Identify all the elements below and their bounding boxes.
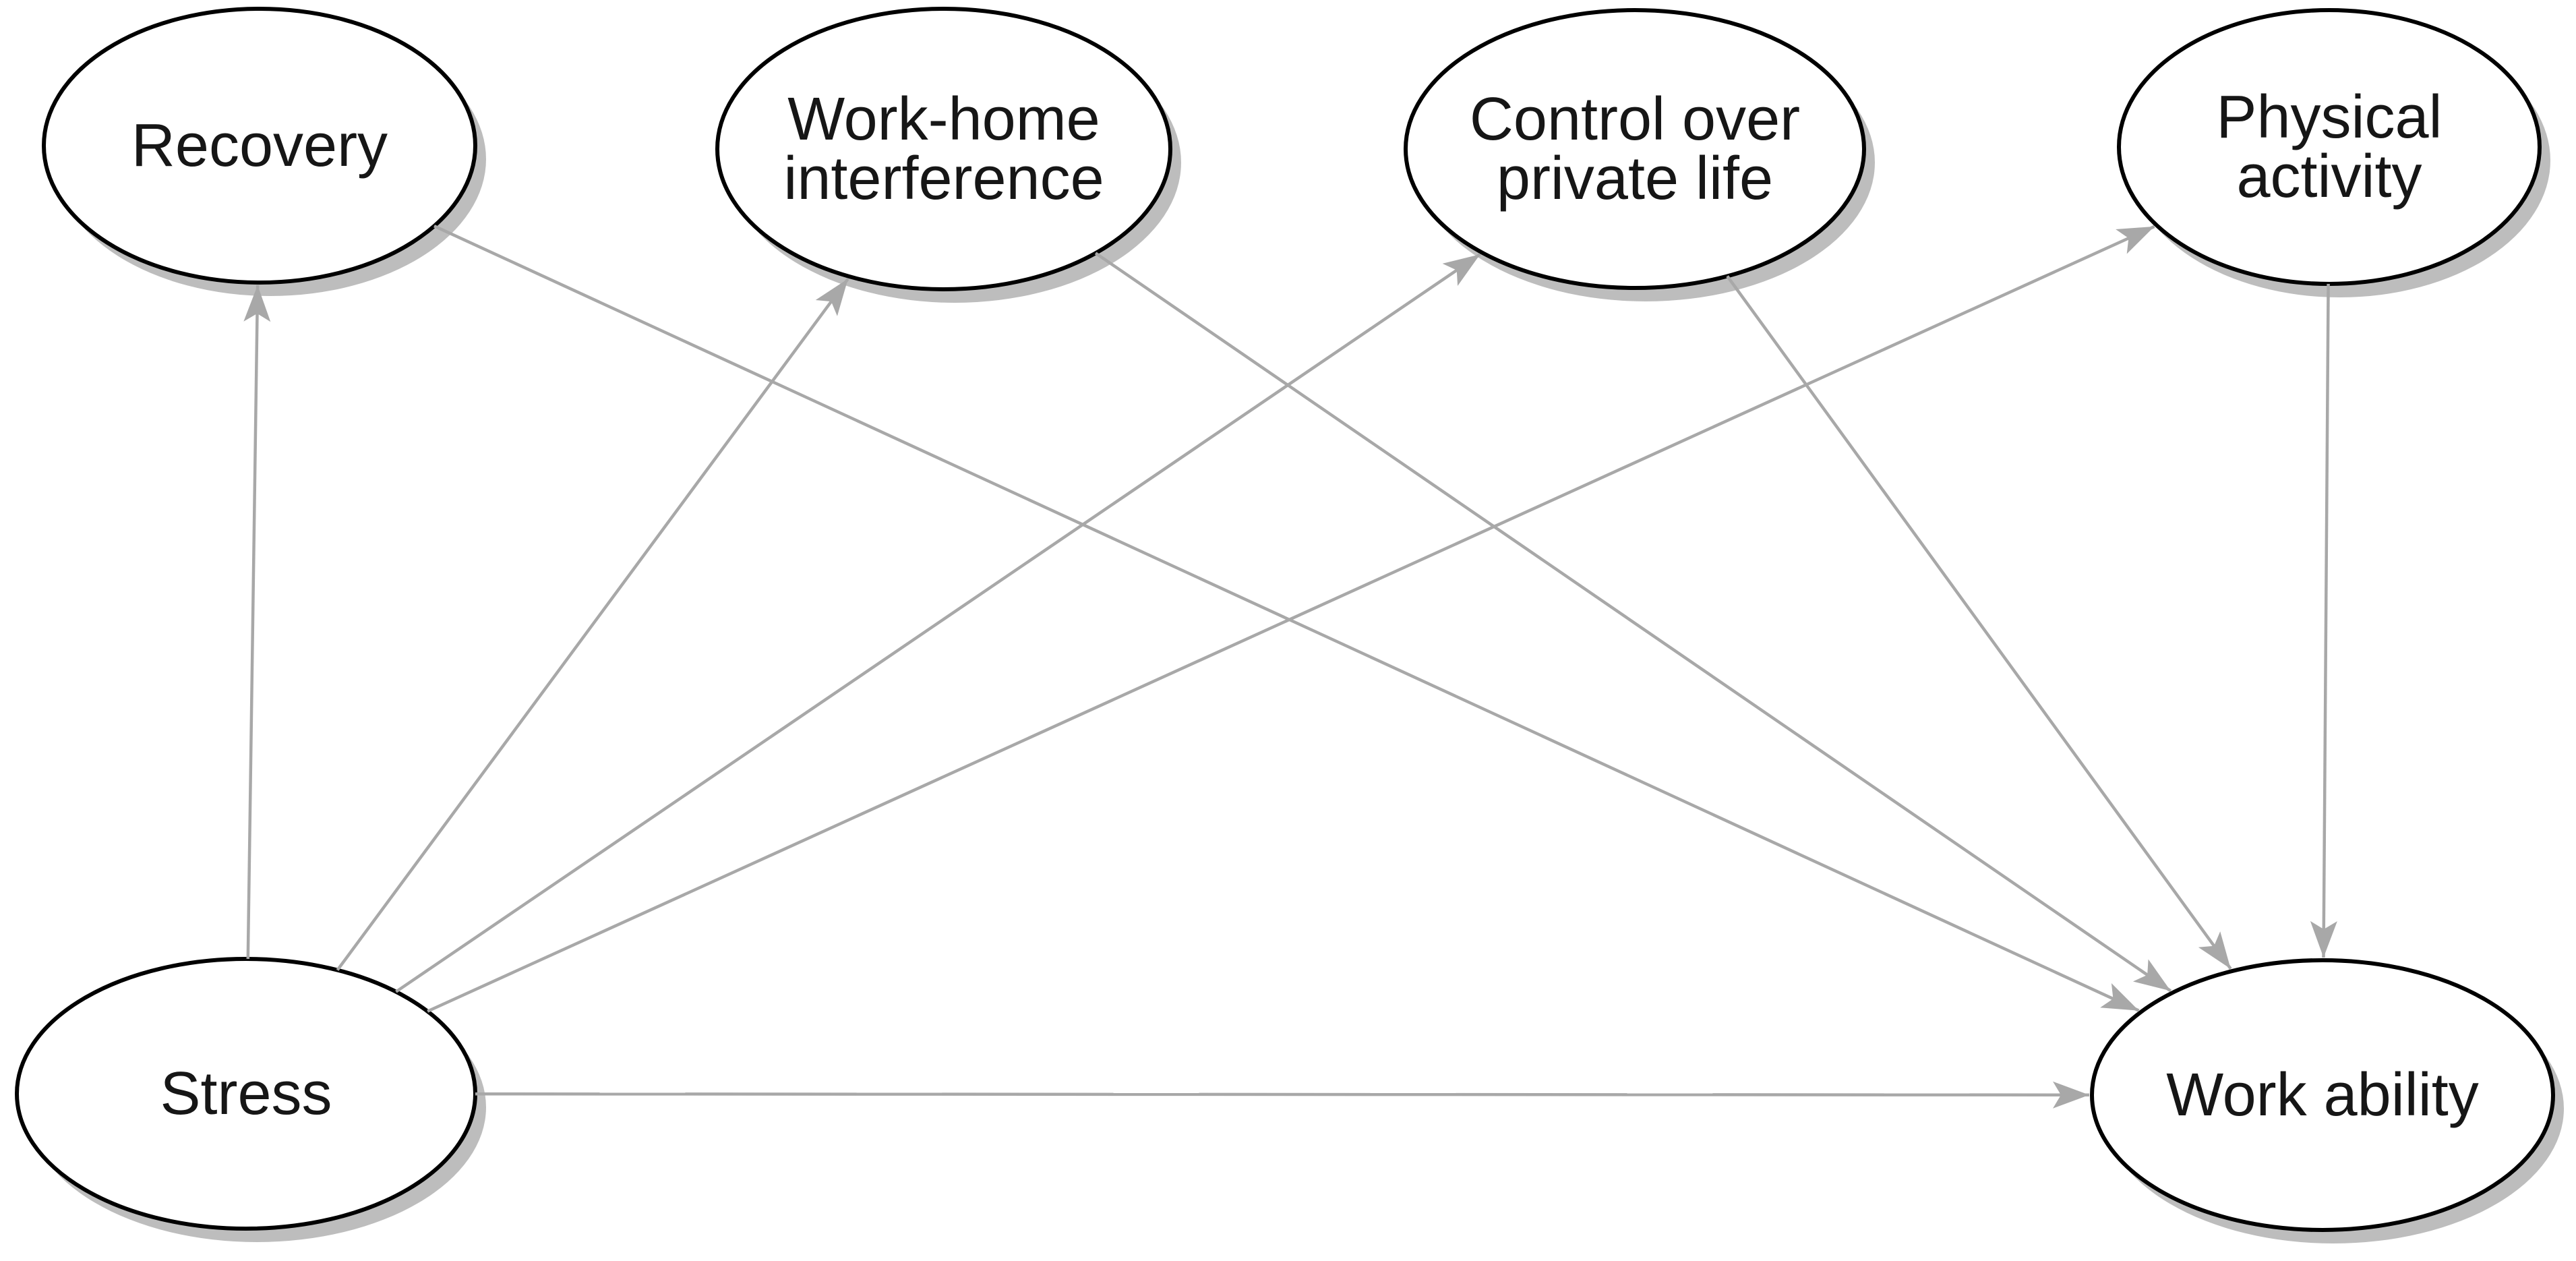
node-ellipse-stress bbox=[15, 957, 477, 1231]
node-label-line: Control over bbox=[1470, 86, 1800, 153]
node-ellipse-recovery bbox=[42, 7, 477, 285]
node-label-work-ability: Work ability bbox=[2166, 1061, 2478, 1129]
edge-stress-to-work-ability bbox=[475, 1081, 2090, 1109]
node-label-line: activity bbox=[2236, 143, 2422, 210]
edge-stress-to-work-home-interference bbox=[336, 278, 849, 971]
edge-control-over-private-life-to-work-ability bbox=[1726, 275, 2232, 970]
node-label-line: Work-home bbox=[787, 86, 1100, 153]
edges-layer bbox=[243, 225, 2337, 1109]
node-ellipse-work-ability bbox=[2090, 958, 2555, 1232]
node-label-line: Work ability bbox=[2166, 1061, 2478, 1129]
edge-stress-to-recovery bbox=[243, 285, 271, 960]
node-ellipse-work-home-interference bbox=[715, 7, 1172, 291]
edge-recovery-to-work-ability bbox=[433, 225, 2140, 1012]
node-label-line: Recovery bbox=[131, 112, 388, 179]
edge-work-home-interference-to-work-ability bbox=[1094, 252, 2172, 993]
node-ellipse-physical-activity bbox=[2117, 8, 2542, 286]
node-label-line: interference bbox=[783, 145, 1104, 212]
edge-stress-to-control-over-private-life bbox=[395, 253, 1481, 993]
node-label-recovery: Recovery bbox=[131, 112, 388, 179]
node-stress: Stress bbox=[15, 957, 486, 1242]
node-label-stress: Stress bbox=[160, 1060, 332, 1127]
node-ellipse-control-over-private-life bbox=[1404, 8, 1866, 290]
node-label-line: Physical bbox=[2216, 84, 2442, 151]
node-recovery: Recovery bbox=[42, 7, 486, 296]
edge-physical-activity-to-work-ability bbox=[2310, 283, 2337, 958]
node-label-line: Stress bbox=[160, 1060, 332, 1127]
node-work-ability: Work ability bbox=[2090, 958, 2564, 1243]
node-label-line: private life bbox=[1497, 145, 1773, 212]
